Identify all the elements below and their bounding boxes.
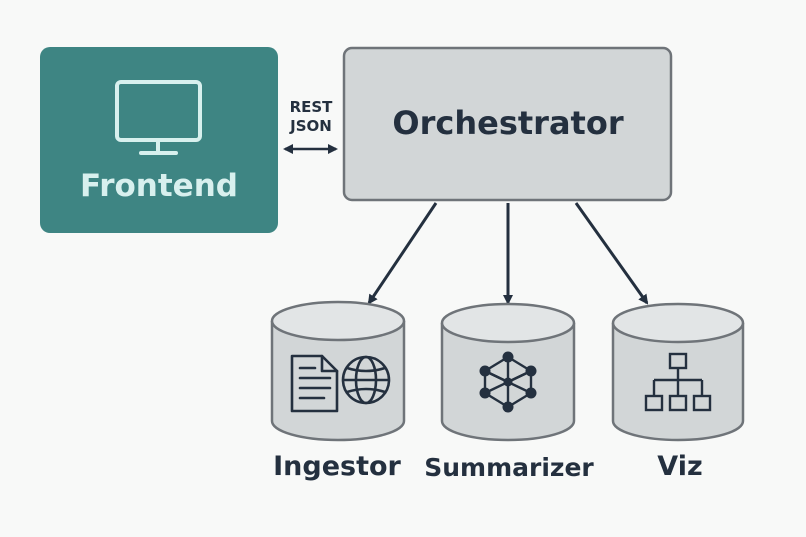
document-icon — [290, 354, 339, 413]
hierarchy-icon — [644, 352, 712, 412]
arrow-to-viz — [574, 202, 649, 305]
rest-json-label: REST JSON — [282, 98, 340, 136]
monitor-icon — [115, 80, 202, 155]
json-label: JSON — [290, 117, 332, 135]
rest-label: REST — [289, 98, 333, 116]
network-graph-icon — [479, 351, 537, 413]
summarizer-label: Summarizer — [424, 453, 594, 482]
orchestrator-label: Orchestrator — [392, 104, 624, 142]
globe-icon — [341, 355, 391, 405]
frontend-label: Frontend — [80, 168, 238, 204]
arrow-to-ingestor — [367, 202, 438, 305]
viz-label: Viz — [657, 451, 703, 482]
orchestrator-box — [342, 46, 673, 202]
ingestor-label: Ingestor — [273, 451, 401, 482]
